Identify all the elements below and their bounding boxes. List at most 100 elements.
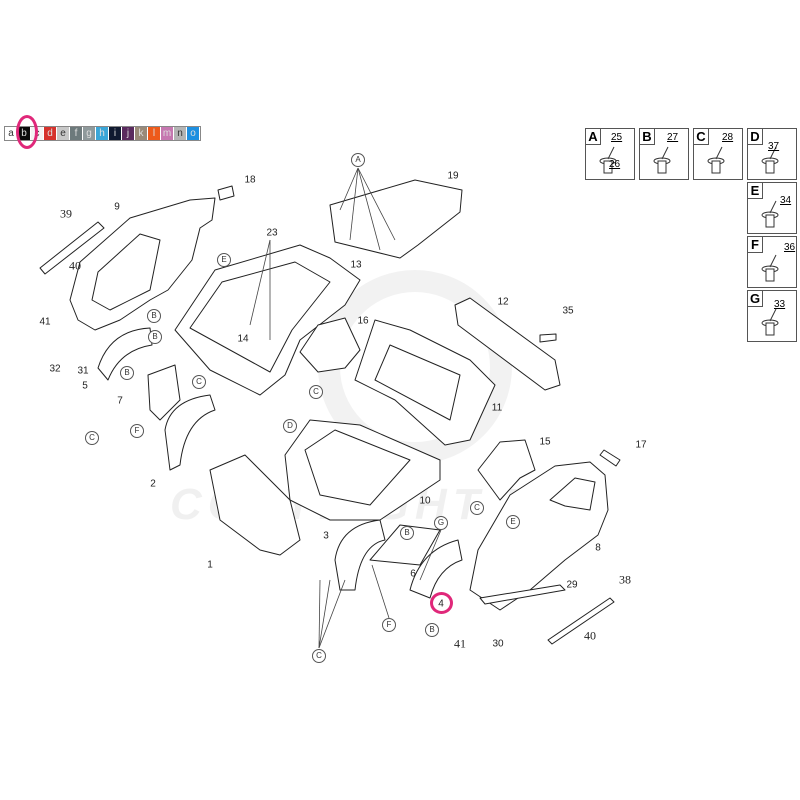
part-label-18[interactable]: 18 xyxy=(244,174,256,186)
part-4-shape xyxy=(409,539,463,599)
fastener-callout-A[interactable]: A xyxy=(351,153,365,167)
part-7-shape xyxy=(147,364,181,421)
fastener-callout-E[interactable]: E xyxy=(217,253,231,267)
fastener-callout-F[interactable]: F xyxy=(382,618,396,632)
part-label-10[interactable]: 10 xyxy=(419,495,431,507)
fastener-callout-G[interactable]: G xyxy=(434,516,448,530)
part-29-shape xyxy=(479,584,566,605)
fastener-callout-C[interactable]: C xyxy=(309,385,323,399)
part-label-3[interactable]: 3 xyxy=(323,530,329,542)
part-17-shape xyxy=(599,449,621,467)
part-label-32[interactable]: 32 xyxy=(49,363,61,375)
part-label-23[interactable]: 23 xyxy=(266,227,278,239)
part-16-shape xyxy=(299,317,361,373)
fastener-callout-C[interactable]: C xyxy=(312,649,326,663)
part-label-6[interactable]: 6 xyxy=(410,568,416,580)
part-label-7[interactable]: 7 xyxy=(117,395,123,407)
part-label-41[interactable]: 41 xyxy=(454,636,466,651)
part-15-shape xyxy=(477,439,536,501)
part-label-16[interactable]: 16 xyxy=(357,315,369,327)
part-label-19[interactable]: 19 xyxy=(447,170,459,182)
fastener-callout-C[interactable]: C xyxy=(470,501,484,515)
fastener-letter: C xyxy=(694,129,709,145)
part-label-40[interactable]: 40 xyxy=(69,258,81,273)
part-label-5[interactable]: 5 xyxy=(82,380,88,392)
fastener-box-E[interactable]: E 34 xyxy=(747,182,797,234)
fastener-part-number: 26 xyxy=(609,159,621,170)
part-label-8[interactable]: 8 xyxy=(595,542,601,554)
part-label-13[interactable]: 13 xyxy=(350,259,362,271)
color-swatch-m[interactable]: m xyxy=(161,127,174,140)
fastener-part-number: 25 xyxy=(611,132,623,143)
fastener-callout-B[interactable]: B xyxy=(425,623,439,637)
fastener-box-G[interactable]: G 33 xyxy=(747,290,797,342)
part-label-11[interactable]: 11 xyxy=(491,402,503,414)
color-swatch-b[interactable]: b xyxy=(18,127,31,140)
fastener-callout-C[interactable]: C xyxy=(192,375,206,389)
fastener-letter: G xyxy=(748,291,763,307)
part-label-29[interactable]: 29 xyxy=(566,579,578,591)
fastener-letter: B xyxy=(640,129,655,145)
part-label-30[interactable]: 30 xyxy=(492,638,504,650)
part-39-shape xyxy=(39,221,105,275)
fastener-callout-B[interactable]: B xyxy=(147,309,161,323)
part-1-shape xyxy=(209,454,301,556)
fastener-A-icon xyxy=(599,146,617,174)
fastener-callout-F[interactable]: F xyxy=(130,424,144,438)
part-label-9[interactable]: 9 xyxy=(114,201,120,213)
fastener-callout-C[interactable]: C xyxy=(85,431,99,445)
part-12-shape xyxy=(454,297,561,391)
fastener-F-icon xyxy=(761,254,779,282)
part-10-shape xyxy=(284,419,441,521)
fastener-callout-D[interactable]: D xyxy=(283,419,297,433)
color-swatch-h[interactable]: h xyxy=(96,127,109,140)
part-label-2[interactable]: 2 xyxy=(150,478,156,490)
color-swatch-o[interactable]: o xyxy=(187,127,200,140)
color-swatch-f[interactable]: f xyxy=(70,127,83,140)
part-35-shape xyxy=(539,333,557,343)
part-label-41[interactable]: 41 xyxy=(39,316,51,328)
part-label-4[interactable]: 4 xyxy=(438,598,444,610)
fastener-B-icon xyxy=(653,146,671,174)
fastener-E-icon xyxy=(761,200,779,228)
part-label-38[interactable]: 38 xyxy=(619,572,631,587)
part-label-15[interactable]: 15 xyxy=(539,436,551,448)
fastener-callout-B[interactable]: B xyxy=(120,366,134,380)
color-swatch-e[interactable]: e xyxy=(57,127,70,140)
part-label-35[interactable]: 35 xyxy=(562,305,574,317)
fastener-box-D[interactable]: D 37 xyxy=(747,128,797,180)
fastener-callout-B[interactable]: B xyxy=(400,526,414,540)
fastener-C-icon xyxy=(707,146,725,174)
fastener-part-number: 37 xyxy=(768,141,780,152)
fastener-callout-E[interactable]: E xyxy=(506,515,520,529)
part-label-14[interactable]: 14 xyxy=(237,333,249,345)
part-label-12[interactable]: 12 xyxy=(497,296,509,308)
part-label-17[interactable]: 17 xyxy=(635,439,647,451)
part-label-1[interactable]: 1 xyxy=(207,559,213,571)
part-label-39[interactable]: 39 xyxy=(60,206,72,221)
fastener-letter: D xyxy=(748,129,763,145)
fastener-part-number: 33 xyxy=(774,299,786,310)
color-swatch-i[interactable]: i xyxy=(109,127,122,140)
part-18-shape xyxy=(217,185,235,201)
color-swatch-k[interactable]: k xyxy=(135,127,148,140)
part-label-31[interactable]: 31 xyxy=(77,365,89,377)
color-swatch-n[interactable]: n xyxy=(174,127,187,140)
color-swatch-d[interactable]: d xyxy=(44,127,57,140)
fastener-callout-B[interactable]: B xyxy=(148,330,162,344)
fastener-letter: F xyxy=(748,237,763,253)
part-6-shape xyxy=(369,524,441,566)
fastener-G-icon xyxy=(761,308,779,336)
fastener-part-number: 34 xyxy=(780,195,792,206)
color-swatch-j[interactable]: j xyxy=(122,127,135,140)
fastener-letter: E xyxy=(748,183,763,199)
part-9-shape xyxy=(69,197,216,331)
part-label-40[interactable]: 40 xyxy=(584,628,596,643)
color-swatch-l[interactable]: l xyxy=(148,127,161,140)
color-swatch-g[interactable]: g xyxy=(83,127,96,140)
